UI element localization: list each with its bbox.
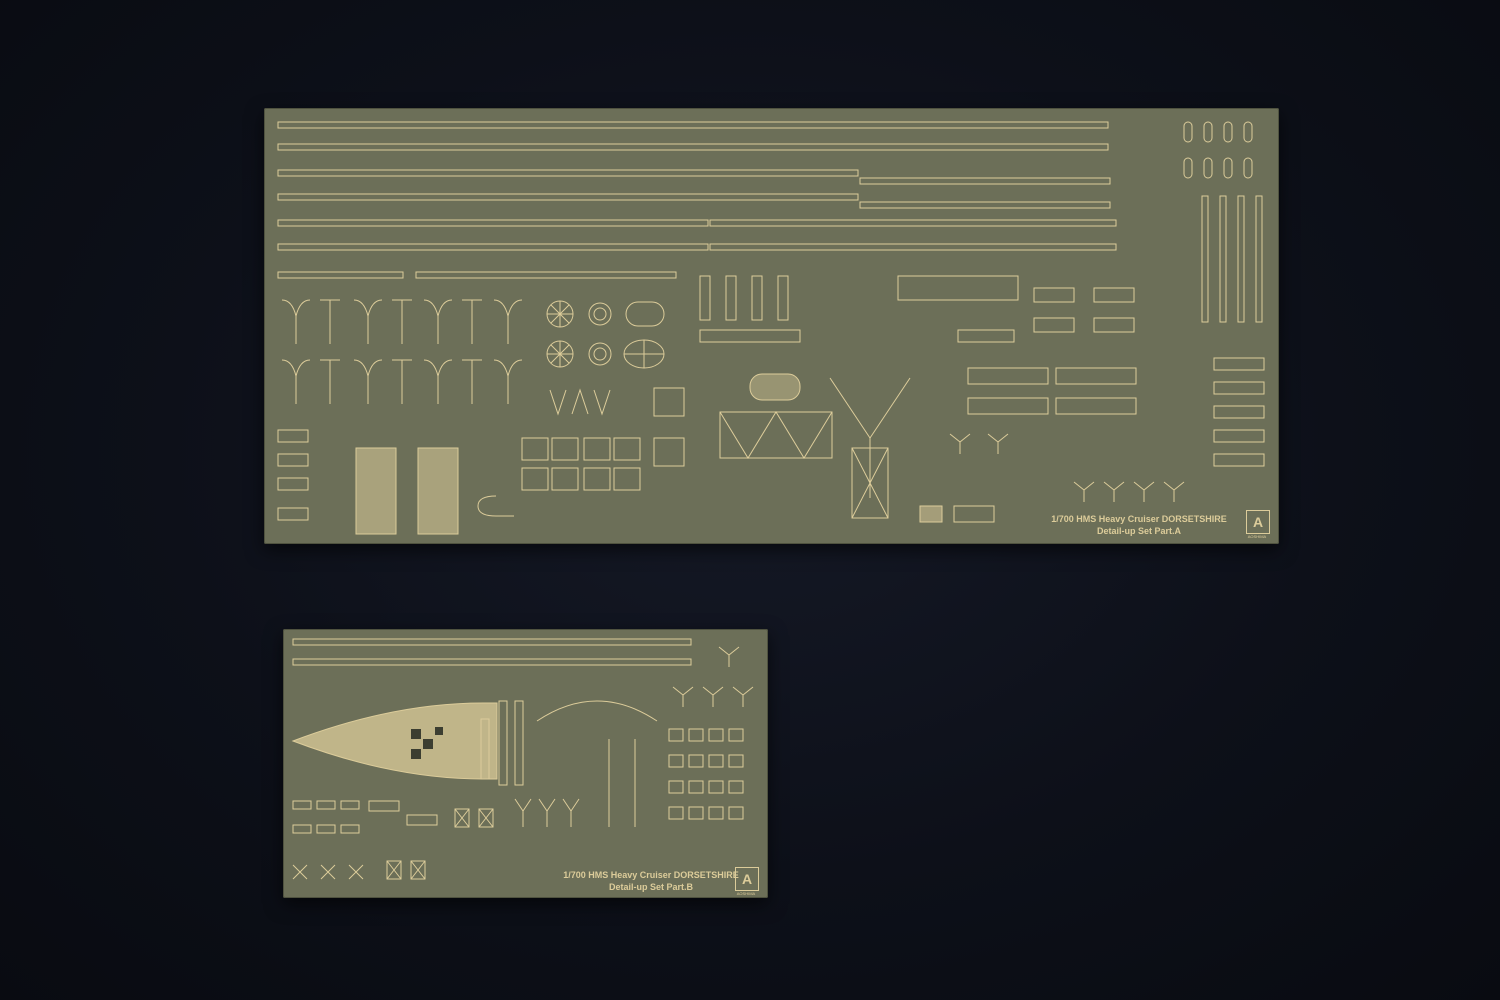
sheet-b-title-line2: Detail-up Set Part.B — [608, 882, 693, 892]
railing-strips — [277, 121, 1117, 279]
boxes-b — [668, 728, 744, 820]
sheet-b-parts — [291, 638, 754, 880]
three-blade-props — [949, 433, 1185, 502]
x-parts-b — [292, 808, 494, 880]
right-racks — [1183, 121, 1265, 467]
aoshima-logo-word-a: AOSHIMA — [1247, 534, 1267, 539]
aoshima-logo-b: A — [735, 867, 759, 891]
sheet-a-title-line1: 1/700 HMS Heavy Cruiser DORSETSHIRE — [1051, 514, 1227, 524]
railing-strips-b — [292, 638, 692, 666]
y-frames-row1 — [281, 299, 523, 344]
aoshima-logo-word-b: AOSHIMA — [736, 891, 756, 896]
ladders-b — [480, 700, 524, 786]
sheet-a-parts — [277, 121, 1265, 535]
sheet-b-title-line1: 1/700 HMS Heavy Cruiser DORSETSHIRE — [563, 870, 739, 880]
three-blade-props-b — [672, 646, 754, 707]
misc-small-parts-b — [292, 800, 438, 834]
photo-etch-sheet-part-a: 1/700 HMS Heavy Cruiser DORSETSHIRE Deta… — [264, 108, 1279, 544]
aoshima-logo-a: A — [1246, 510, 1270, 534]
y-brackets-b — [514, 798, 580, 827]
ladders — [699, 275, 1019, 343]
v-brackets — [549, 388, 611, 416]
sheet-a-title-line2: Detail-up Set Part.A — [1096, 526, 1181, 536]
y-frames-row2 — [281, 359, 523, 404]
sheet-b-title: 1/700 HMS Heavy Cruiser DORSETSHIRE Deta… — [551, 869, 751, 893]
crane-trusses — [653, 373, 911, 519]
door-panels — [967, 367, 1137, 415]
sheet-a-title: 1/700 HMS Heavy Cruiser DORSETSHIRE Deta… — [1034, 513, 1244, 537]
crane-arms-b — [536, 700, 658, 827]
hatch-panels — [355, 437, 641, 535]
misc-small-parts — [277, 287, 1135, 523]
round-gratings — [546, 300, 665, 369]
photo-etch-sheet-part-b: 1/700 HMS Heavy Cruiser DORSETSHIRE Deta… — [283, 629, 768, 898]
bow-deck — [291, 702, 498, 780]
